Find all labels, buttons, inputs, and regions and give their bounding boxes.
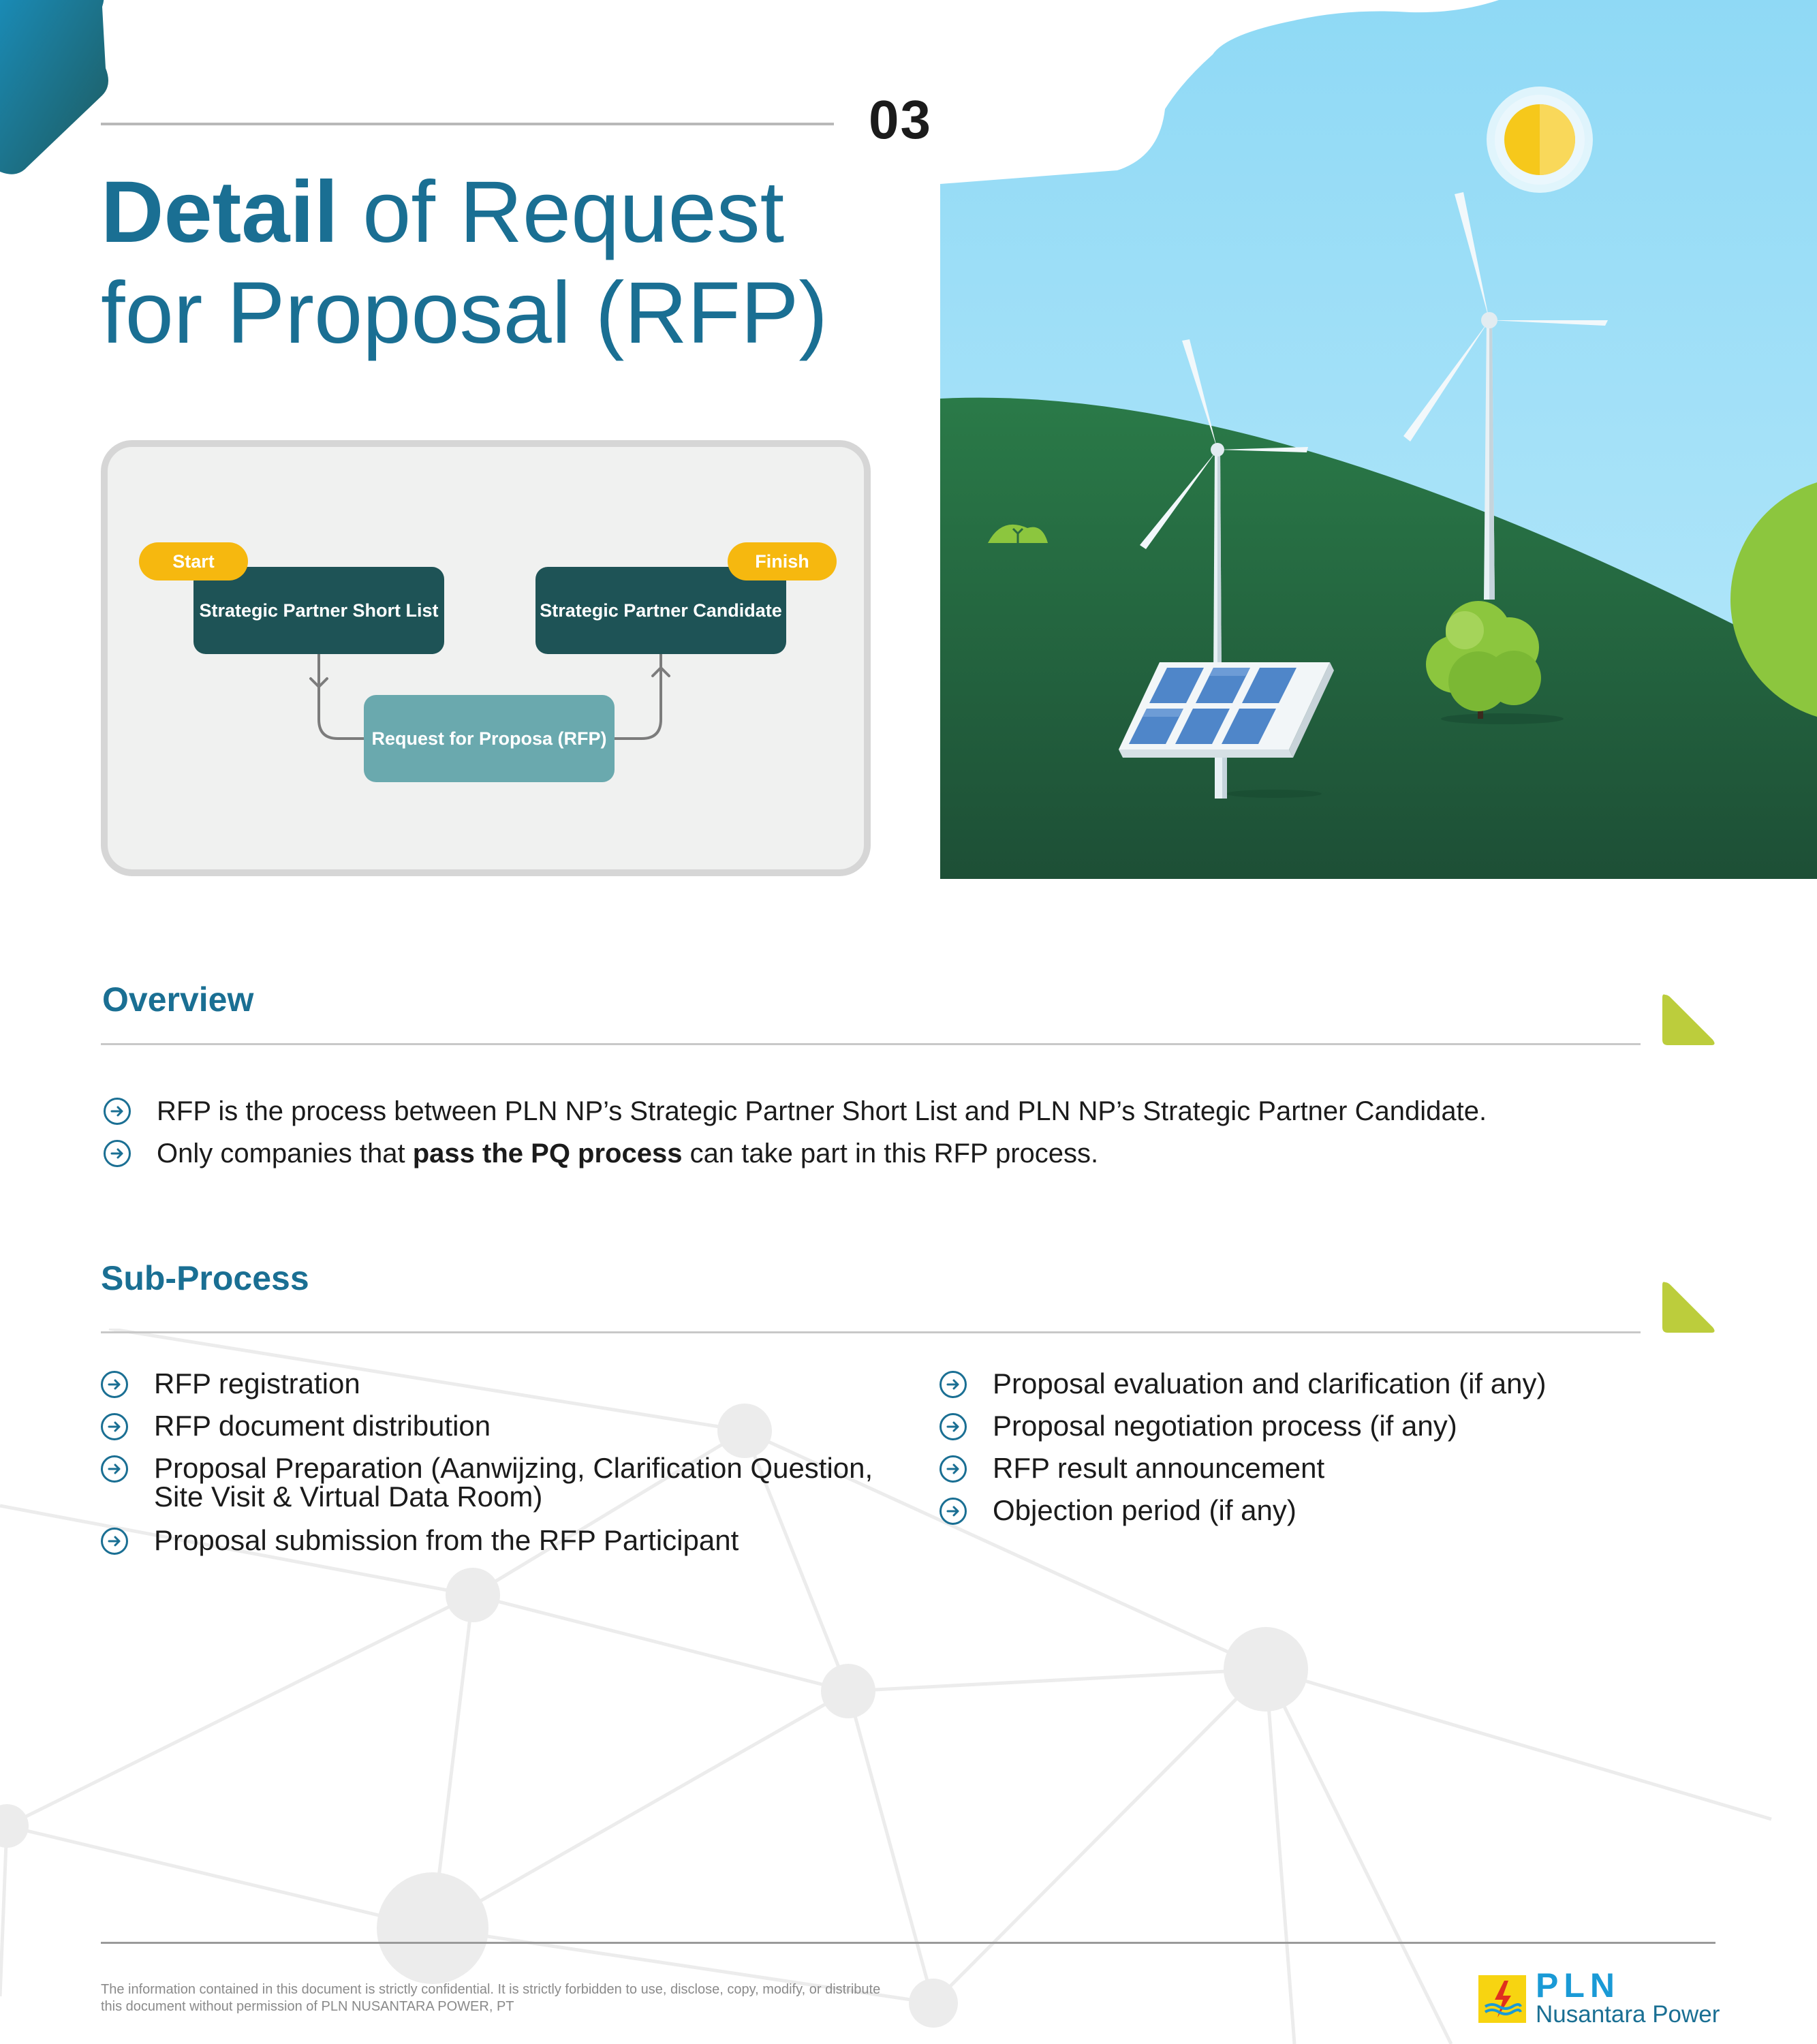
overview-list: RFP is the process between PLN NP’s Stra…: [102, 1090, 1737, 1175]
list-item: RFP registration: [99, 1369, 903, 1398]
arrow-circle-icon: [101, 1455, 128, 1483]
flow-diagram-card: Strategic Partner Short List Strategic P…: [101, 440, 871, 876]
arrow-circle-icon: [939, 1455, 967, 1483]
section-triangle-icon: [1662, 994, 1715, 1045]
list-item: Proposal negotiation process (if any): [938, 1412, 1722, 1440]
subprocess-item-text: Proposal evaluation and clarification (i…: [993, 1367, 1547, 1399]
wind-turbine-small: [1140, 339, 1308, 681]
arrow-circle-icon: [939, 1498, 967, 1525]
list-item: Objection period (if any): [938, 1496, 1722, 1525]
list-item: RFP document distribution: [99, 1412, 903, 1440]
confidentiality-line1: The information contained in this docume…: [101, 1982, 881, 1997]
overview-item-text: can take part in this RFP process.: [682, 1139, 1099, 1168]
top-divider: [101, 123, 834, 125]
subprocess-item-text: RFP registration: [154, 1367, 360, 1399]
pln-logo-icon: [1478, 1975, 1526, 2023]
list-item: Proposal submission from the RFP Partici…: [99, 1526, 903, 1555]
subprocess-list-left: RFP registration RFP document distributi…: [99, 1369, 903, 1568]
sun-icon: [1487, 87, 1593, 193]
arrow-circle-icon: [101, 1413, 128, 1440]
flow-node-rfp: Request for Proposa (RFP): [364, 695, 615, 782]
list-item: RFP is the process between PLN NP’s Stra…: [102, 1090, 1737, 1132]
title-line1-rest: of Request: [338, 164, 785, 261]
section-triangle-icon: [1662, 1282, 1715, 1333]
overview-heading: Overview: [102, 980, 254, 1019]
green-hill: [940, 397, 1817, 879]
arrow-circle-icon: [101, 1371, 128, 1398]
logo-name: PLN: [1536, 1966, 1620, 2004]
subprocess-divider: [101, 1331, 1641, 1333]
subprocess-heading: Sub-Process: [101, 1259, 309, 1297]
page-title: Detail of Request for Proposal (RFP): [101, 162, 918, 364]
overview-item-emphasis: pass the PQ process: [412, 1139, 683, 1168]
page-number: 03: [869, 89, 932, 150]
start-badge: Start: [139, 542, 248, 580]
tree-icon: [1426, 601, 1564, 724]
solar-panel-icon: [1119, 662, 1334, 799]
wind-turbine-large: [1403, 192, 1608, 600]
renewable-energy-illustration: [940, 0, 1817, 879]
subprocess-item-text: Objection period (if any): [993, 1494, 1296, 1526]
subprocess-item-text: RFP document distribution: [154, 1410, 491, 1442]
footer-divider: [101, 1942, 1715, 1944]
list-item: RFP result announcement: [938, 1454, 1722, 1483]
confidentiality-note: The information contained in this docume…: [101, 1981, 1123, 2015]
overview-item-text: Only companies that: [157, 1139, 413, 1168]
corner-arrow-icon: [0, 0, 108, 174]
logo-subtitle: Nusantara Power: [1536, 2001, 1720, 2028]
list-item: Only companies that pass the PQ process …: [102, 1132, 1737, 1175]
pln-logo: PLN Nusantara Power: [1478, 1966, 1724, 2028]
arrow-circle-icon: [939, 1371, 967, 1398]
arrow-circle-icon: [101, 1528, 128, 1555]
subprocess-item-text: Proposal submission from the RFP Partici…: [154, 1524, 739, 1556]
flow-node-candidate: Strategic Partner Candidate: [535, 567, 786, 654]
list-item: Proposal evaluation and clarification (i…: [938, 1369, 1722, 1398]
arrow-circle-icon: [939, 1413, 967, 1440]
subprocess-item-text: RFP result announcement: [993, 1452, 1325, 1484]
finish-badge: Finish: [728, 542, 837, 580]
subprocess-list-right: Proposal evaluation and clarification (i…: [938, 1369, 1722, 1538]
list-item: Proposal Preparation (Aanwijzing, Clarif…: [99, 1454, 903, 1511]
network-background: [0, 1329, 1772, 2044]
title-line2: for Proposal (RFP): [101, 264, 828, 362]
overview-divider: [101, 1043, 1641, 1045]
arrow-circle-icon: [104, 1098, 131, 1125]
arrow-circle-icon: [104, 1140, 131, 1167]
subprocess-item-text: Proposal Preparation (Aanwijzing, Clarif…: [154, 1452, 873, 1513]
subprocess-item-text: Proposal negotiation process (if any): [993, 1410, 1457, 1442]
bush-right: [1730, 482, 1817, 717]
overview-item-text: RFP is the process between PLN NP’s Stra…: [157, 1096, 1487, 1126]
flow-connectors: [309, 653, 670, 740]
flow-node-shortlist: Strategic Partner Short List: [193, 567, 444, 654]
title-bold: Detail: [101, 164, 339, 261]
confidentiality-line2: this document without permission of PLN …: [101, 1999, 514, 2014]
